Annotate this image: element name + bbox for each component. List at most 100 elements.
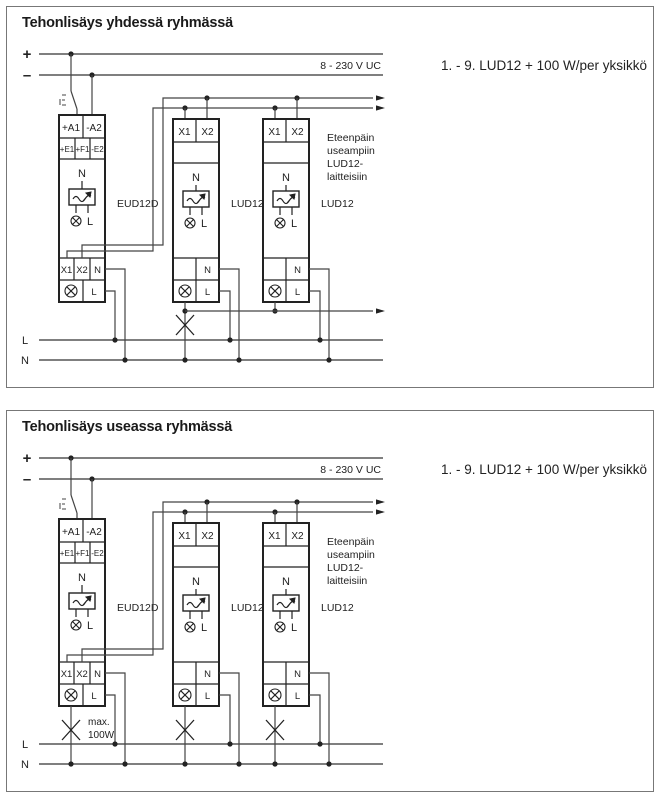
junction-dot bbox=[122, 761, 128, 767]
terminal-x2: X2 bbox=[291, 127, 304, 138]
terminal-a2: -A2 bbox=[86, 123, 102, 134]
module-name-lud12: LUD12 bbox=[321, 198, 354, 210]
lamp-cross-circle-icon bbox=[184, 621, 196, 633]
dimmer-symbol-icon bbox=[182, 190, 210, 208]
arrow-head-icon bbox=[376, 308, 385, 314]
junction-dot bbox=[236, 761, 242, 767]
junction-dot bbox=[122, 357, 128, 363]
lamp-cross-circle-icon bbox=[268, 688, 282, 702]
neutral-label: N bbox=[192, 172, 200, 184]
terminal-x1: X1 bbox=[268, 531, 281, 542]
terminal-f1: +F1 bbox=[75, 145, 90, 154]
lamp-cross-circle-icon bbox=[70, 619, 82, 631]
junction-dot bbox=[272, 761, 278, 767]
terminal-x1: X1 bbox=[178, 127, 191, 138]
panel-title: Tehonlisäys yhdessä ryhmässä bbox=[22, 15, 233, 31]
module-name-lud12: LUD12 bbox=[231, 198, 264, 210]
dimmer-symbol-icon bbox=[68, 188, 96, 206]
wire bbox=[105, 290, 116, 340]
forward-note-line: Eteenpäin bbox=[327, 536, 374, 548]
terminal-l: L bbox=[91, 287, 96, 298]
wire bbox=[219, 694, 231, 744]
arrow-head-icon bbox=[376, 105, 385, 111]
supply-voltage-label: 8 - 230 V UC bbox=[320, 60, 381, 72]
supply-voltage-label: 8 - 230 V UC bbox=[320, 464, 381, 476]
lamp-max-label: max. bbox=[88, 717, 110, 728]
eud12d-module bbox=[58, 518, 106, 707]
wire bbox=[105, 672, 126, 764]
wiring-diagram: +–LN8 - 230 V UC+A1-A2+E1+F1-E2NLEUD12DX… bbox=[21, 46, 385, 367]
lamp-cross-circle-icon bbox=[274, 217, 286, 229]
wire bbox=[105, 268, 126, 360]
junction-dot bbox=[68, 761, 74, 767]
forward-note-line: laitteisiin bbox=[327, 575, 367, 587]
junction-dot bbox=[227, 741, 233, 747]
forward-note-line: laitteisiin bbox=[327, 171, 367, 183]
line-label: L bbox=[87, 620, 93, 632]
bus-label-plus: + bbox=[23, 46, 32, 63]
wire bbox=[105, 694, 116, 744]
junction-dot bbox=[317, 337, 323, 343]
terminal-l: L bbox=[205, 691, 210, 702]
arrow-head-icon bbox=[376, 509, 385, 515]
terminal-a1: +A1 bbox=[62, 527, 81, 538]
wire bbox=[309, 694, 321, 744]
forward-note-line: LUD12- bbox=[327, 158, 364, 170]
junction-dot bbox=[112, 337, 118, 343]
arrow-head-icon bbox=[376, 499, 385, 505]
junction-dot bbox=[317, 741, 323, 747]
capacity-note: 1. - 9. LUD12 + 100 W/per yksikkö bbox=[441, 462, 647, 477]
dimmer-symbol-icon bbox=[272, 190, 300, 208]
lamp-cross-circle-icon bbox=[178, 284, 192, 298]
forward-note-line: Eteenpäin bbox=[327, 132, 374, 144]
wire bbox=[219, 290, 231, 340]
terminal-a1: +A1 bbox=[62, 123, 81, 134]
bus-label-minus: – bbox=[23, 67, 31, 84]
capacity-note: 1. - 9. LUD12 + 100 W/per yksikkö bbox=[441, 58, 647, 73]
lamp-load-x-icon bbox=[265, 719, 285, 741]
terminal-n: N bbox=[204, 265, 211, 276]
terminal-n: N bbox=[294, 265, 301, 276]
module-name-lud12: LUD12 bbox=[321, 602, 354, 614]
terminal-l: L bbox=[91, 691, 96, 702]
arrow-head-icon bbox=[376, 95, 385, 101]
line-label: L bbox=[291, 622, 297, 634]
lamp-cross-circle-icon bbox=[70, 215, 82, 227]
wire bbox=[81, 501, 363, 662]
terminal-x2: X2 bbox=[291, 531, 304, 542]
line-label: L bbox=[87, 216, 93, 228]
junction-dot bbox=[326, 761, 332, 767]
dimmer-symbol-icon bbox=[182, 594, 210, 612]
junction-dot bbox=[182, 357, 188, 363]
lamp-cross-circle-icon bbox=[64, 688, 78, 702]
terminal-n: N bbox=[204, 669, 211, 680]
panel-title: Tehonlisäys useassa ryhmässä bbox=[22, 419, 233, 435]
bus-label-n: N bbox=[21, 759, 29, 771]
panel-multi-group: Tehonlisäys useassa ryhmässä 1. - 9. LUD… bbox=[6, 410, 654, 792]
terminal-l: L bbox=[295, 287, 300, 298]
terminal-e2: -E2 bbox=[91, 145, 104, 154]
terminal-n: N bbox=[94, 265, 101, 276]
neutral-label: N bbox=[282, 576, 290, 588]
wire bbox=[66, 511, 363, 662]
junction-dot bbox=[112, 741, 118, 747]
lamp-load-x-icon bbox=[175, 719, 195, 741]
forward-note-line: LUD12- bbox=[327, 562, 364, 574]
lamp-cross-circle-icon bbox=[184, 217, 196, 229]
terminal-e1: +E1 bbox=[60, 145, 75, 154]
wire bbox=[66, 107, 363, 258]
junction-dot bbox=[182, 761, 188, 767]
lamp-max-label: 100W bbox=[88, 730, 115, 741]
junction-dot bbox=[236, 357, 242, 363]
lamp-cross-circle-icon bbox=[274, 621, 286, 633]
lamp-load-x-icon bbox=[61, 719, 81, 741]
terminal-n: N bbox=[294, 669, 301, 680]
junction-dot bbox=[272, 509, 278, 515]
module-name-eud12d: EUD12D bbox=[117, 602, 159, 614]
pushbutton-switch-icon bbox=[59, 498, 66, 510]
neutral-label: N bbox=[192, 576, 200, 588]
forward-note-line: useampiin bbox=[327, 549, 375, 561]
bus-label-plus: + bbox=[23, 450, 32, 467]
bus-label-l: L bbox=[22, 335, 28, 347]
terminal-x1: X1 bbox=[61, 265, 73, 276]
